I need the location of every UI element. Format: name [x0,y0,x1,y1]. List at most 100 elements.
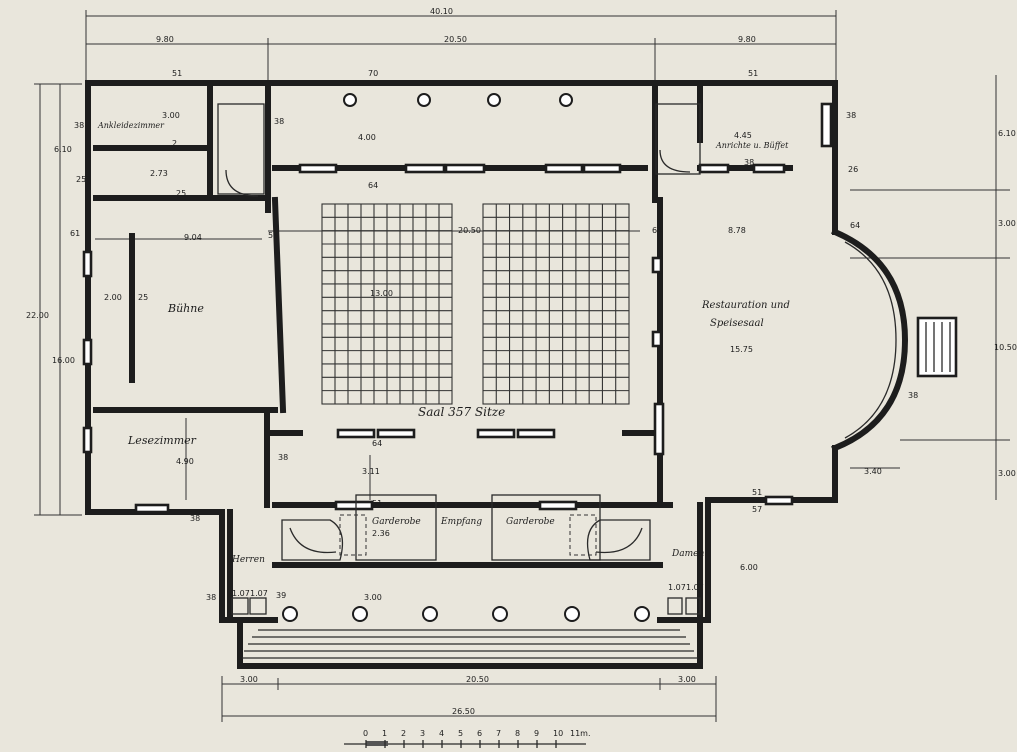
dim-311: 3.11 [362,467,380,476]
entrance-steps [242,629,698,659]
label-restauration-2: Speisesaal [710,318,764,329]
dim-57: 57 [752,505,762,514]
label-buehne: Bühne [167,302,204,315]
dim-left-inner: 16.00 [52,356,75,365]
dim-38e: 38 [278,453,288,462]
dim-107c: 1.07 [668,583,686,592]
dim-left-top: 6.10 [54,145,72,154]
dim-64c: 64 [850,221,860,230]
scale-tick-label: 2 [401,729,406,738]
dim-2: 2 [172,139,177,148]
scale-tick-label: 4 [439,729,444,738]
dim-anrichte-d: 4.45 [734,131,752,140]
dim-apse-d: 3.40 [864,467,882,476]
dim-right-top: 6.10 [998,129,1016,138]
dim-resto-d: 15.75 [730,345,753,354]
scale-tick-label: 3 [420,729,425,738]
dim-51b: 51 [748,69,758,78]
pier [653,402,665,456]
toilets [231,597,701,615]
dim-buehne-d: 2.00 [104,293,122,302]
scale-tick-label: 10 [553,729,563,738]
scale-tick-label: 8 [515,729,520,738]
staircases [217,103,701,561]
dim-25b: 25 [176,189,186,198]
dim-38d: 38 [744,158,754,167]
dim-64b: 64 [652,226,662,235]
dim-64a: 64 [368,181,378,190]
dim-39: 39 [276,591,286,600]
dim-38a: 38 [74,121,84,130]
dim-lese-d: 4.90 [176,457,194,466]
scale-bar: 0 1 2 3 4 5 6 7 8 9 10 11m. [344,729,591,748]
dim-saal-len: 20.50 [458,226,481,235]
dim-273: 2.73 [150,169,168,178]
dim-51a: 51 [172,69,182,78]
dim-300: 3.00 [162,111,180,120]
dim-107d: 1.07 [686,583,704,592]
dim-bottom-left: 3.00 [240,675,258,684]
dim-buehne-w: 9.04 [184,233,202,242]
dim-entry-h: 6.00 [740,563,758,572]
dim-foyer-depth: 4.00 [358,133,376,142]
label-empfang: Empfang [440,517,482,527]
pier [651,256,663,274]
outer-walls [85,80,909,669]
dim-64d: 64 [372,439,382,448]
room-labels: Bühne Lesezimmer Ankleidezimmer Saal 357… [97,121,790,565]
label-restauration-1: Restauration und [701,300,790,311]
dim-right-bottom: 3.00 [998,469,1016,478]
scale-tick-label: 9 [534,729,539,738]
dim-38g: 38 [908,391,918,400]
dim-26: 26 [848,165,858,174]
pier [651,330,663,348]
apse-stair [916,316,958,378]
dim-right-mid: 3.00 [998,219,1016,228]
dim-vest: 3.00 [364,593,382,602]
label-ankleide: Ankleidezimmer [97,121,165,130]
dim-51e: 51 [752,488,762,497]
scale-tick-label: 5 [458,729,463,738]
dimension-numbers: 40.10 9.80 20.50 9.80 22.00 16.00 6.10 6… [26,7,1017,716]
dim-25a: 25 [76,175,86,184]
dim-top-total: 40.10 [430,7,453,16]
dim-38b: 38 [274,117,284,126]
dim-70: 70 [368,69,378,78]
dim-bottom-mid: 20.50 [466,675,489,684]
scale-unit: 11m. [570,729,591,738]
dim-top-left: 9.80 [156,35,174,44]
label-lesezimmer: Lesezimmer [127,434,197,447]
dim-right-apse: 10.50 [994,343,1017,352]
dim-garderobe-d: 2.36 [372,529,390,538]
seating-grid [321,203,630,405]
label-garderobe-right: Garderobe [506,517,555,527]
dim-107b: 1.07 [250,589,268,598]
scale-tick-label: 7 [496,729,501,738]
dimension-lines [34,10,1010,722]
scale-tick-label: 6 [477,729,482,738]
dim-resto-w: 8.78 [728,226,746,235]
dim-51c: 51 [268,231,278,240]
dim-51d: 51 [372,499,382,508]
dim-bottom-total: 26.50 [452,707,475,716]
dim-top-right: 9.80 [738,35,756,44]
windows [82,102,833,514]
label-garderobe-left: Garderobe [372,517,421,527]
scale-tick-label: 1 [382,729,387,738]
dim-38h: 38 [206,593,216,602]
dim-61: 61 [70,229,80,238]
scale-tick-label: 0 [363,729,368,738]
dim-25c: 25 [138,293,148,302]
dim-top-mid: 20.50 [444,35,467,44]
dim-38c: 38 [846,111,856,120]
label-saal: Saal 357 Sitze [418,405,505,419]
label-anrichte: Anrichte u. Büffet [715,141,789,150]
label-damen: Damen [671,549,704,559]
dim-bottom-right: 3.00 [678,675,696,684]
dim-38f: 38 [190,514,200,523]
dim-saal-block: 13.00 [370,289,393,298]
dim-left-total: 22.00 [26,311,49,320]
foyer-columns [282,93,650,622]
label-herren: Herren [231,555,265,565]
